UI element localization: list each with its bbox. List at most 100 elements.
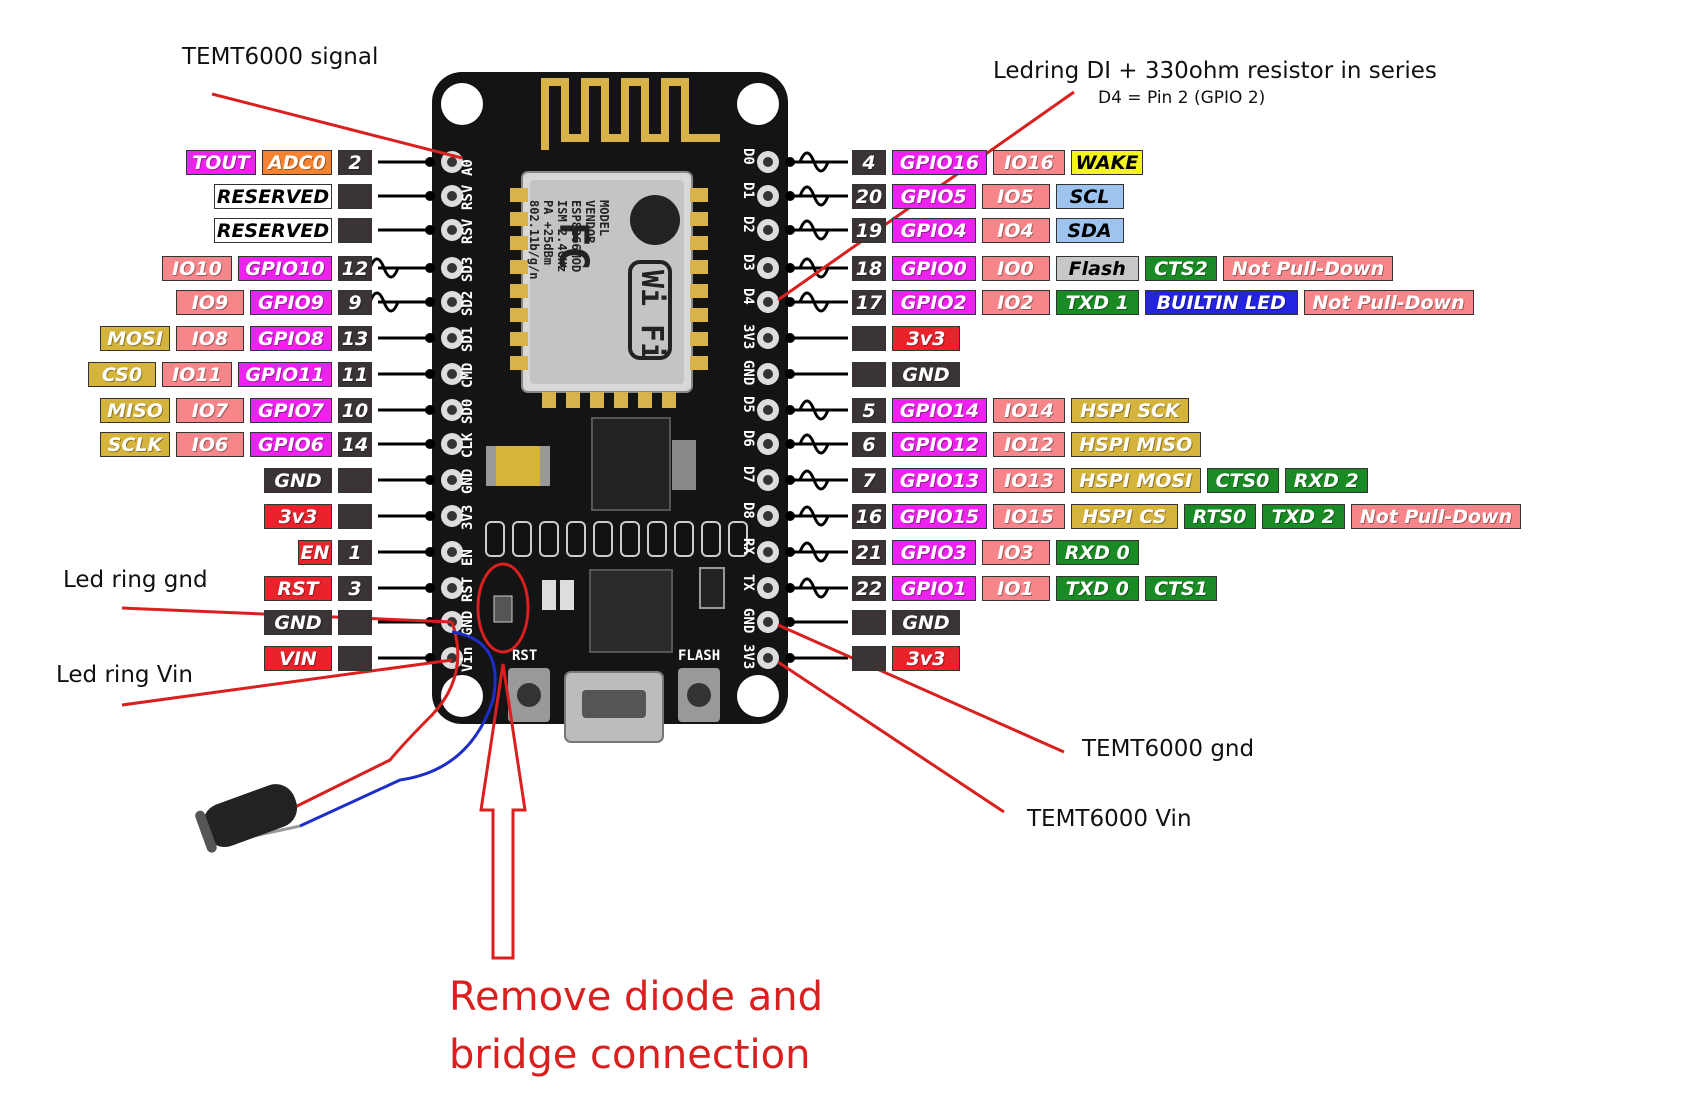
mounting-hole-icon	[737, 83, 779, 125]
left-pin-5-label-1: IO8	[176, 326, 244, 351]
left-pin-silk-5: SD1	[460, 327, 476, 352]
left-pin-14-label-1	[338, 646, 372, 671]
module-text-0: MODEL	[597, 200, 611, 236]
right-pin-silk-10: D8	[740, 502, 756, 519]
left-pin-9: GND	[378, 469, 476, 494]
left-pin-silk-1: RSV	[460, 184, 476, 210]
right-pin-2-label-1: GPIO4	[892, 218, 976, 243]
right-pin-silk-7: D5	[740, 396, 756, 413]
remove-note-line-2: bridge connection	[449, 1032, 811, 1078]
right-pin-10-label-5: TXD 2	[1261, 504, 1345, 529]
left-pin-silk-7: SD0	[460, 399, 476, 424]
right-pin-8: D6	[740, 430, 848, 455]
right-pin-9-label-0: 7	[852, 468, 886, 493]
temt-vin-annotation: TEMT6000 Vin	[1027, 806, 1192, 832]
left-pin-silk-8: CLK	[460, 432, 476, 458]
right-pin-10-label-4: RTS0	[1183, 504, 1256, 529]
module-text-3: ISM 2.4GHz	[555, 200, 569, 272]
right-pin-1-label-1: GPIO5	[892, 184, 976, 209]
d4-pin-annotation: D4 = Pin 2 (GPIO 2)	[1098, 88, 1266, 108]
led-ring-gnd-annotation: Led ring gnd	[63, 567, 208, 593]
right-pin-2-label-2: IO4	[981, 218, 1050, 243]
left-pin-silk-9: GND	[460, 469, 476, 494]
right-pin-4: D4	[740, 288, 848, 313]
module-text-2: ESP8266MOD	[569, 200, 583, 272]
right-pin-10: D8	[740, 502, 848, 527]
module-text-4: PA +25dBm	[541, 200, 555, 265]
left-pin-silk-10: 3V3	[460, 505, 476, 530]
temt-signal-annotation: TEMT6000 signal	[182, 44, 379, 70]
left-pin-10-label-1	[338, 504, 372, 529]
right-pin-silk-4: D4	[740, 288, 756, 305]
right-pin-12-label-0: 22	[852, 576, 886, 601]
diode-highlight	[476, 562, 530, 654]
rst-silk: RST	[512, 648, 537, 664]
remove-note-line-1: Remove diode and	[449, 974, 823, 1020]
right-pin-2-label-0: 19	[852, 218, 886, 243]
left-pin-7: SD0	[378, 399, 476, 424]
right-pin-5: 3V3	[740, 324, 848, 349]
espressif-logo-icon	[630, 195, 680, 245]
right-pin-silk-6: GND	[740, 360, 756, 385]
left-pin-4: SD2	[368, 291, 476, 316]
right-pin-silk-3: D3	[740, 254, 756, 271]
left-pin-3: SD3	[368, 257, 476, 282]
remove-diode-note: Remove diode and bridge connection	[449, 968, 823, 1084]
right-pin-0-label-3: WAKE	[1071, 150, 1143, 175]
right-pin-8-label-0: 6	[852, 432, 886, 457]
left-pin-6-label-0: CS0	[88, 362, 156, 387]
right-pin-2-label-3: SDA	[1055, 218, 1124, 243]
left-pin-1-label-0: RESERVED	[214, 184, 332, 209]
left-pin-14-label-0: VIN	[264, 646, 332, 671]
left-pin-0-label-1: ADC0	[262, 150, 332, 175]
fc-mark: FC	[550, 222, 596, 270]
right-pin-14-label-0	[852, 646, 886, 671]
left-pin-5-label-0: MOSI	[100, 326, 170, 351]
left-pin-silk-6: CMD	[460, 363, 476, 388]
right-pin-10-label-3: HSPI CS	[1071, 504, 1178, 529]
right-pin-11: RX	[740, 538, 848, 563]
right-pin-1-label-2: IO5	[981, 184, 1050, 209]
right-pin-3: D3	[740, 254, 848, 279]
left-pin-5-label-2: GPIO8	[250, 326, 332, 351]
red-wire	[284, 621, 460, 814]
right-pin-8-label-3: HSPI MISO	[1071, 432, 1201, 457]
left-pin-13-label-0: GND	[264, 610, 332, 635]
left-pin-7-label-1: IO7	[176, 398, 244, 423]
arrow-up-icon	[479, 663, 527, 960]
right-pin-3-label-4: CTS2	[1145, 256, 1217, 281]
left-pin-2: RSV	[378, 218, 476, 244]
right-pin-12-label-1: GPIO1	[892, 576, 976, 601]
right-pin-11-label-2: IO3	[981, 540, 1050, 565]
right-pin-8-label-1: GPIO12	[892, 432, 987, 457]
right-pin-7-label-2: IO14	[993, 398, 1065, 423]
left-pin-8-label-0: SCLK	[100, 432, 170, 457]
left-pin-10: 3V3	[378, 505, 476, 530]
left-pin-2-label-0: RESERVED	[214, 218, 332, 243]
right-pin-5-label-1: 3v3	[892, 326, 960, 351]
right-pin-9-label-3: HSPI MOSI	[1071, 468, 1201, 493]
right-pin-7-label-3: HSPI SCK	[1071, 398, 1189, 423]
mounting-hole-icon	[441, 83, 483, 125]
right-pin-4-label-2: IO2	[981, 290, 1050, 315]
voltage-regulator	[591, 417, 671, 511]
right-pin-12: TX	[740, 574, 848, 599]
right-pin-11-label-0: 21	[852, 540, 886, 565]
right-pin-10-label-6: Not Pull-Down	[1351, 504, 1521, 529]
diode-icon	[493, 595, 513, 623]
left-pin-6-label-1: IO11	[162, 362, 232, 387]
left-pin-8-label-1: IO6	[176, 432, 244, 457]
module-text-1: VENDOR	[583, 200, 597, 244]
right-pin-6: GND	[740, 360, 848, 385]
usb-serial-chip	[589, 569, 673, 653]
right-pin-0-label-1: GPIO16	[892, 150, 987, 175]
left-pin-2-label-1	[338, 218, 372, 243]
left-pin-11-label-0: EN	[298, 540, 332, 565]
wifi-logo: Wi Fi	[634, 270, 669, 360]
right-pin-silk-2: D2	[740, 216, 756, 233]
left-pin-11: EN	[378, 541, 476, 566]
module-text-5: 802.11b/g/n	[527, 200, 541, 279]
right-pin-3-label-5: Not Pull-Down	[1223, 256, 1393, 281]
module-pads	[510, 188, 708, 408]
